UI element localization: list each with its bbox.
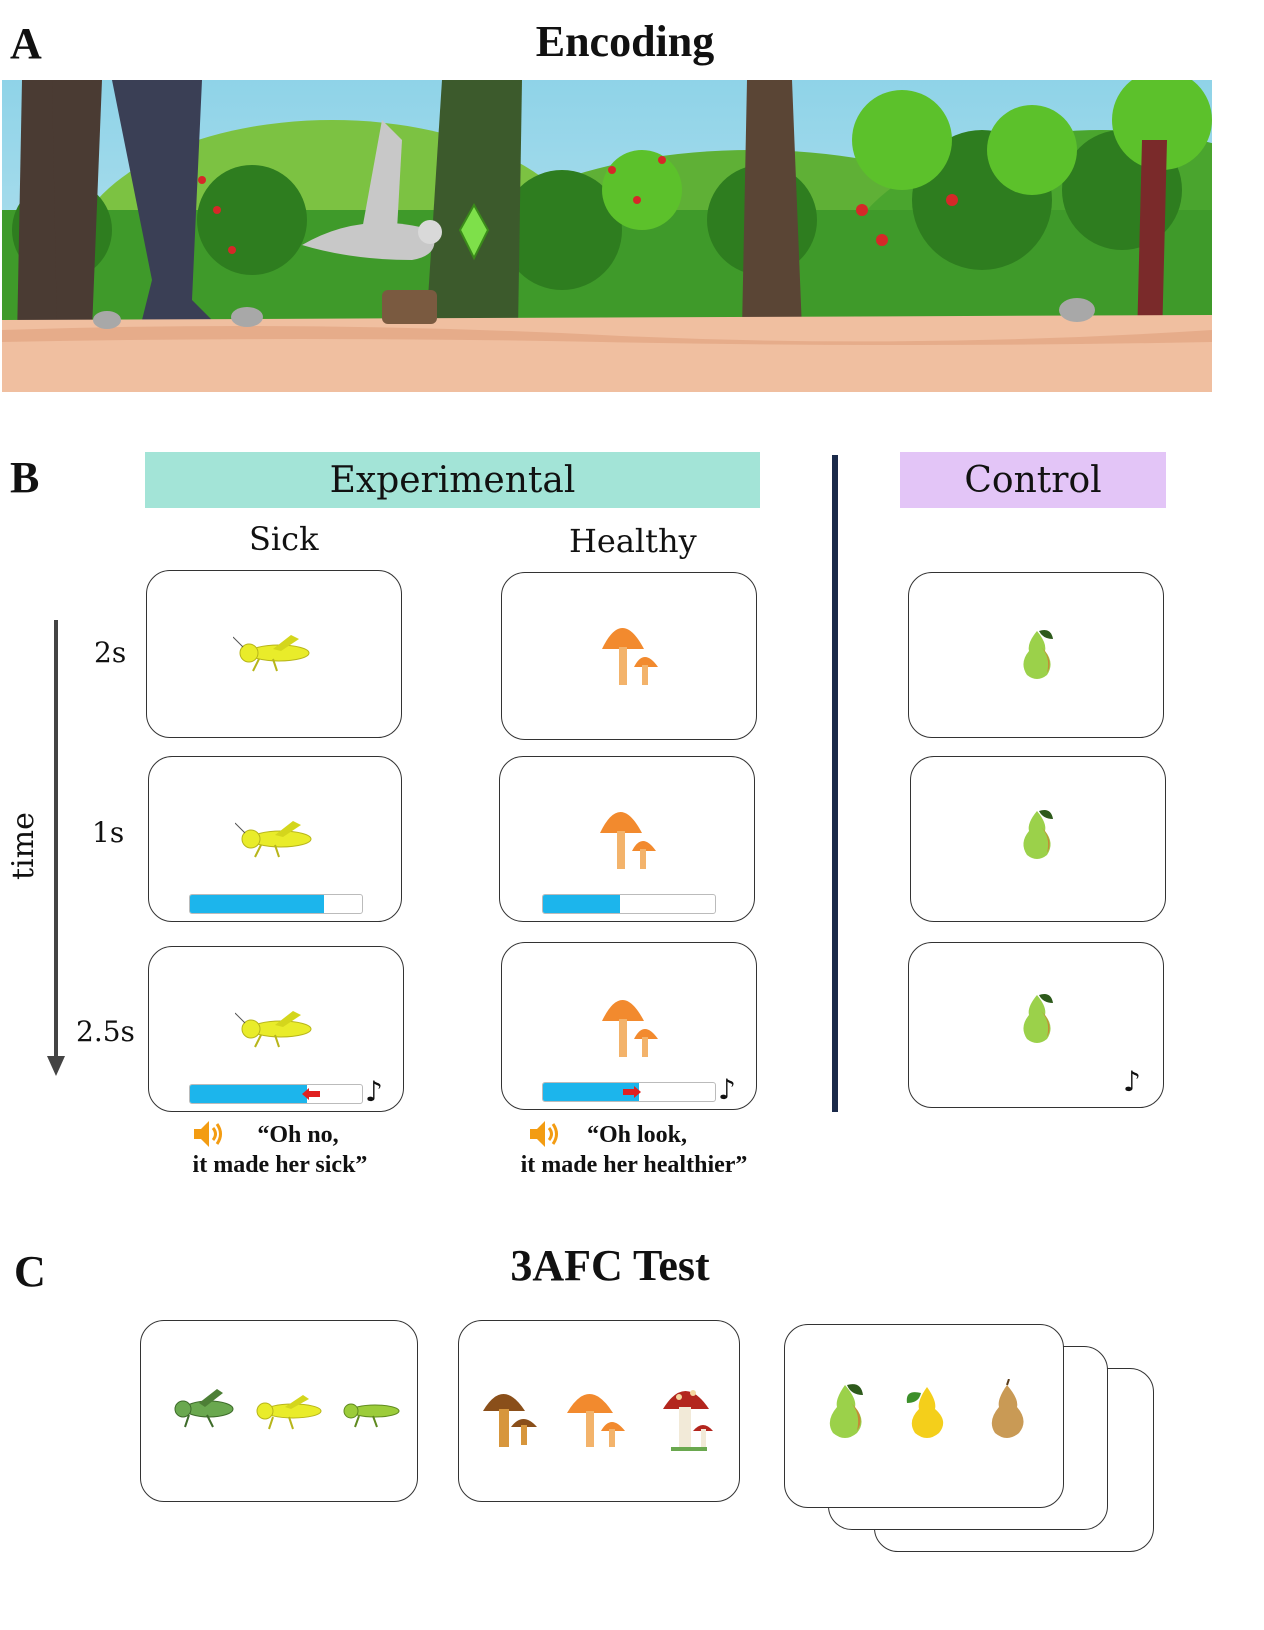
control-label: Control [964,459,1102,501]
healthy-card-2 [499,756,755,922]
time-axis-arrow [44,620,74,1080]
orange-mushroom-icon [567,1394,625,1447]
panel-a-letter: A [10,19,42,68]
right-arrow-icon [623,1086,641,1098]
healthy-final-progress-fill [543,1083,640,1101]
control-header: Control [900,452,1166,508]
mushroom-icon [600,812,656,869]
healthy-progress-bar [542,894,716,914]
test-title: 3AFC Test [510,1241,710,1290]
group-divider [832,455,838,1112]
sick-progress-fill [190,895,325,913]
lime-grasshopper-icon [343,1403,400,1428]
healthy-column-label: Healthy [569,522,697,560]
green-pear-icon [829,1384,863,1438]
test-card-grasshoppers [140,1320,418,1502]
grasshopper-icon [233,635,310,672]
sick-progress-bar [189,894,363,914]
music-note-icon: ♪ [718,1073,736,1106]
sick-card-1 [146,570,402,738]
sick-card-2 [148,756,402,922]
pear-icon [1023,994,1053,1043]
experimental-label: Experimental [329,459,576,501]
speaker-icon [194,1121,222,1147]
music-note-icon: ♪ [1123,1065,1141,1098]
sick-final-progress-fill [190,1085,307,1103]
duration-1s: 1s [92,816,125,849]
sick-final-progress-bar [189,1084,363,1104]
pear-icon [1023,630,1053,679]
sick-quote-line2: it made her sick” [192,1152,368,1178]
healthy-card-1 [501,572,757,740]
sick-quote-line1: “Oh no, [257,1122,339,1148]
green-grasshopper-icon [174,1389,234,1428]
control-card-3: ♪ [908,942,1164,1108]
control-card-1 [908,572,1164,738]
music-note-icon: ♪ [365,1075,383,1108]
sick-quote: “Oh no, it made her sick” [160,1120,400,1180]
brown-pear-icon [991,1379,1024,1438]
left-arrow-icon [302,1088,320,1100]
forest-scene-icon [2,80,1212,392]
speaker-icon [530,1121,558,1147]
test-card-pears [784,1324,1064,1508]
control-card-2 [910,756,1166,922]
brown-mushroom-icon [483,1394,537,1447]
healthy-card-3: ♪ [501,942,757,1110]
healthy-quote-line1: “Oh look, [586,1122,688,1148]
duration-2s: 2s [94,636,127,669]
mushroom-icon [602,1000,658,1057]
healthy-progress-fill [543,895,621,913]
red-mushroom-icon [663,1390,713,1451]
time-axis-label: time [6,812,41,880]
mushroom-icon [602,628,658,685]
healthy-quote-line2: it made her healthier” [520,1152,748,1178]
test-card-mushrooms [458,1320,740,1502]
sick-card-3: ♪ [148,946,404,1112]
down-arrow-icon [47,620,65,1076]
forest-scene [2,80,1212,392]
yellow-grasshopper-icon [256,1395,322,1430]
duration-2-5s: 2.5s [76,1015,135,1048]
sick-column-label: Sick [249,520,319,558]
panel-b-letter: B [10,453,40,502]
grasshopper-icon [235,821,312,858]
healthy-final-progress-bar [542,1082,716,1102]
yellow-pear-icon [906,1387,944,1438]
encoding-title: Encoding [535,17,715,66]
healthy-quote: “Oh look, it made her healthier” [484,1120,784,1180]
panel-c-letter: C [14,1247,46,1296]
pear-icon [1023,810,1053,859]
experimental-header: Experimental [145,452,760,508]
grasshopper-icon [235,1011,312,1048]
